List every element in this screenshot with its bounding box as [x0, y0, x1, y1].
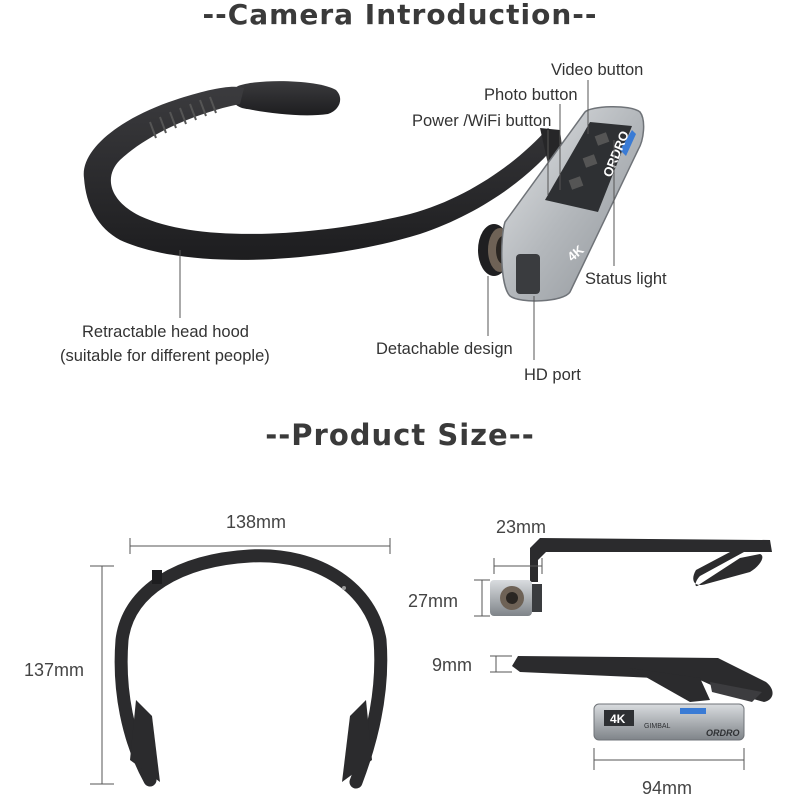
video-button-label: Video button — [551, 61, 644, 79]
camera-height-dimension: 27mm — [408, 591, 459, 611]
camera-introduction-heading: --Camera Introduction-- — [202, 0, 598, 31]
camera-length-dimension: 94mm — [642, 778, 693, 798]
band-width-dimension: 138mm — [226, 512, 287, 532]
side-view-bottom — [512, 656, 773, 741]
arm-depth-dimension: 23mm — [496, 517, 547, 537]
callout-lines-top — [179, 80, 615, 360]
detachable-design-label: Detachable design — [376, 340, 513, 358]
product-size-heading: --Product Size-- — [265, 418, 535, 452]
dimension-lines-right — [474, 558, 745, 770]
headband-front-view — [114, 549, 388, 789]
band-thickness-dimension: 9mm — [432, 655, 472, 675]
head-hood-sublabel: (suitable for different people) — [60, 347, 270, 365]
side-view-top — [490, 538, 772, 616]
photo-button-label: Photo button — [484, 86, 578, 104]
camera-unit — [478, 106, 645, 302]
side-camera-gimbal-mark: GIMBAL — [644, 723, 671, 730]
band-height-dimension: 137mm — [24, 660, 85, 680]
side-camera-brand-mark: ORDRO — [706, 728, 740, 738]
power-wifi-button-label: Power /WiFi button — [412, 112, 552, 130]
side-camera-4k-mark: 4K — [610, 712, 626, 726]
dimension-lines-left — [90, 538, 391, 785]
head-hood-label: Retractable head hood — [82, 323, 249, 341]
hd-port-label: HD port — [524, 366, 581, 384]
status-light-label: Status light — [585, 270, 667, 288]
